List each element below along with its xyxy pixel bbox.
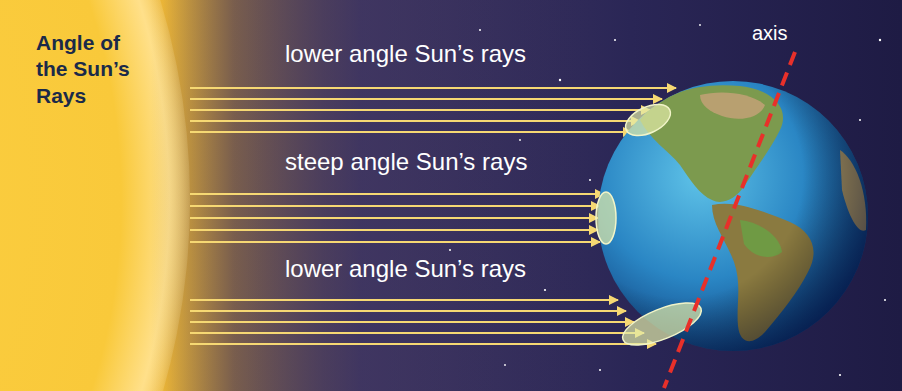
shade [150,0,650,391]
earth-globe [596,80,870,354]
axis-line [664,52,795,388]
ray-label: steep angle Sun’s rays [285,148,527,176]
light-patch [617,294,706,353]
axis-label: axis [752,22,788,45]
sun-rays [190,88,676,344]
ray-label: lower angle Sun’s rays [285,40,526,68]
ray-label: lower angle Sun’s rays [285,255,526,283]
light-patch [596,192,616,244]
stars [419,24,886,376]
light-patch [621,98,675,142]
diagram-title: Angle of the Sun’s Rays [36,30,140,109]
